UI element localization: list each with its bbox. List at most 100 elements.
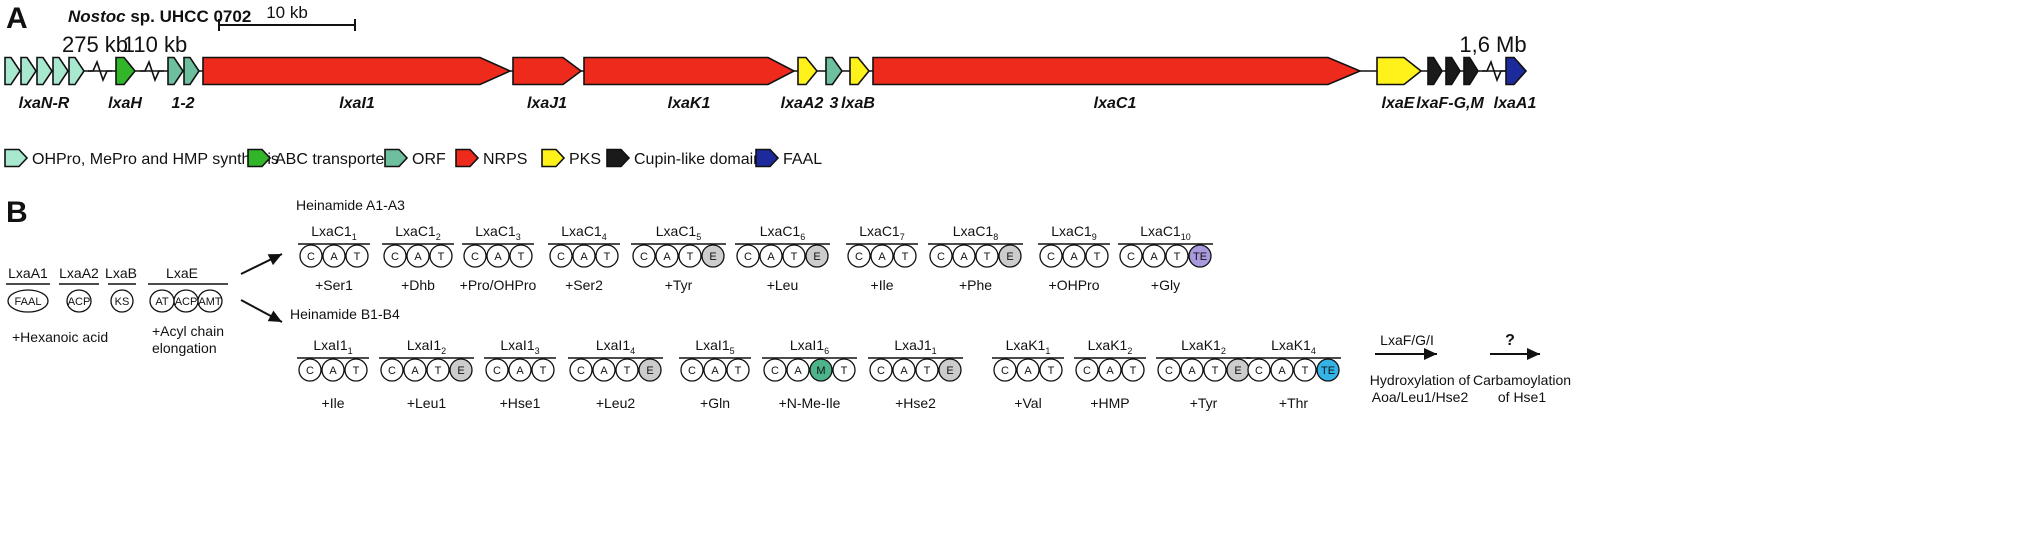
heinamide-b-module-5-product: +Gln (700, 395, 730, 411)
heinamide-a-title: Heinamide A1-A3 (296, 197, 405, 213)
heinamide-b-module-10-name: LxaK12 (1181, 337, 1226, 356)
gene-orf-1 (167, 56, 184, 86)
heinamide-b-module-6-product: +N-Me-Ile (779, 395, 841, 411)
heinamide-a-module-4-domain-t (595, 244, 619, 268)
heinamide-b-module-10-domain-c (1157, 358, 1181, 382)
heinamide-b-module-2-domain-c (380, 358, 404, 382)
heinamide-a-module-10-domain-a (1142, 244, 1166, 268)
gene-lxaN-R-3 (36, 56, 53, 86)
heinamide-a-module-8-domain-label-c: C (937, 251, 945, 263)
heinamide-a-module-10-domain-te (1188, 244, 1212, 268)
heinamide-b-module-7-domain-label-a: A (900, 365, 908, 377)
gene-lxaA1 (1505, 56, 1528, 86)
gap-label-275kb: 275 kb (62, 32, 128, 57)
gene-label-lxaF-G-M: lxaF-G,M (1416, 95, 1484, 112)
arrow-carbamoylation-head (1527, 348, 1540, 360)
heinamide-a-module-10-domain-label-c: C (1127, 251, 1135, 263)
heinamide-a-module-3-name: LxaC13 (475, 223, 520, 242)
heinamide-b-module-10-domain-label-c: C (1165, 365, 1173, 377)
heinamide-b-module-4-domain-label-c: C (577, 365, 585, 377)
heinamide-a-module-4-name: LxaC14 (561, 223, 606, 242)
heinamide-a-module-7-domain-label-a: A (878, 251, 886, 263)
loading-lxaB-domain-ks (110, 289, 134, 313)
loading-lxaE-domain-label-acp: ACP (175, 296, 198, 308)
heinamide-a-module-2-domain-label-a: A (414, 251, 422, 263)
heinamide-b-module-5-name: LxaI15 (695, 337, 734, 356)
tailoring-carbamoylation-line2: of Hse1 (1498, 389, 1546, 405)
gene-lxaB (849, 56, 871, 86)
heinamide-a-module-9-domain-label-t: T (1094, 251, 1101, 263)
gene-label-1-2: 1-2 (171, 95, 194, 112)
heinamide-b-module-11-domain-label-c: C (1255, 365, 1263, 377)
heinamide-b-module-3-domain-label-c: C (493, 365, 501, 377)
heinamide-a-module-8-domain-e (998, 244, 1022, 268)
heinamide-b-module-8-product: +Val (1014, 395, 1041, 411)
heinamide-a-module-5-domain-t (678, 244, 702, 268)
gene-lxaI1 (202, 56, 512, 86)
loading-lxaA2-domain-label: ACP (68, 296, 91, 308)
tailoring-hydroxylation-line1: Hydroxylation of (1370, 372, 1470, 388)
heinamide-a-module-3-domain-c (463, 244, 487, 268)
heinamide-a-module-9-domain-c (1039, 244, 1063, 268)
heinamide-a-module-6-domain-label-c: C (744, 251, 752, 263)
gene-label-lxaJ1: lxaJ1 (527, 95, 567, 112)
heinamide-a-module-2-domain-label-c: C (391, 251, 399, 263)
heinamide-a-module-6-domain-label-e: E (813, 251, 820, 263)
gap-label-110kb: 110 kb (123, 32, 187, 57)
heinamide-a-module-3-domain-label-a: A (494, 251, 502, 263)
heinamide-a-module-9-domain-label-c: C (1047, 251, 1055, 263)
heinamide-a-module-8-domain-label-a: A (960, 251, 968, 263)
heinamide-b-module-4-domain-t (615, 358, 639, 382)
heinamide-b-module-9-name: LxaK12 (1088, 337, 1133, 356)
gap-break-3 (1482, 59, 1506, 83)
gene-lxaJ1 (512, 56, 583, 86)
heinamide-a-module-5-domain-a (655, 244, 679, 268)
heinamide-a-module-8-domain-a (952, 244, 976, 268)
gene-lxaF-G-M-1 (1427, 56, 1443, 86)
heinamide-a-module-5-product: +Tyr (665, 277, 693, 293)
note-acyl-chain: +Acyl chain (152, 323, 224, 339)
gene-lxaN-R-1 (4, 56, 21, 86)
heinamide-b-module-11-product: +Thr (1279, 395, 1309, 411)
heinamide-a-module-1-domain-label-a: A (330, 251, 338, 263)
tailoring-unknown-enzyme: ? (1505, 332, 1515, 349)
heinamide-b-module-4-domain-label-a: A (600, 365, 608, 377)
heinamide-b-module-7-domain-label-t: T (924, 365, 931, 377)
heinamide-b-module-2-product: +Leu1 (407, 395, 447, 411)
legend-label-nrps: NRPS (483, 151, 527, 168)
heinamide-b-module-9-domain-a (1098, 358, 1122, 382)
heinamide-a-module-1-name: LxaC11 (311, 223, 356, 242)
heinamide-a-module-8-name: LxaC18 (953, 223, 998, 242)
heinamide-b-module-6-name: LxaI16 (790, 337, 829, 356)
heinamide-a-module-10-domain-label-a: A (1150, 251, 1158, 263)
heinamide-a-module-8-product: +Phe (959, 277, 992, 293)
tailoring-carbamoylation-line1: Carbamoylation (1473, 372, 1571, 388)
heinamide-a-module-6-product: +Leu (767, 277, 799, 293)
arrow-hydroxylation-head (1424, 348, 1437, 360)
heinamide-b-module-6-domain-label-t: T (841, 365, 848, 377)
heinamide-b-module-2-name: LxaI12 (407, 337, 446, 356)
heinamide-a-module-2-domain-t (429, 244, 453, 268)
heinamide-a-module-9-domain-a (1062, 244, 1086, 268)
heinamide-a-module-3-product: +Pro/OHPro (460, 277, 537, 293)
heinamide-b-module-3-domain-t (531, 358, 555, 382)
heinamide-a-module-4-domain-label-a: A (580, 251, 588, 263)
heinamide-b-module-10-domain-label-e: E (1234, 365, 1241, 377)
heinamide-b-module-5-domain-label-a: A (711, 365, 719, 377)
heinamide-b-module-3-domain-c (485, 358, 509, 382)
heinamide-b-module-8-domain-a (1016, 358, 1040, 382)
gene-lxaK1 (583, 56, 796, 86)
heinamide-a-module-4-domain-label-t: T (604, 251, 611, 263)
heinamide-b-module-7-domain-a (892, 358, 916, 382)
heinamide-b-module-8-domain-label-a: A (1024, 365, 1032, 377)
heinamide-a-module-1-domain-label-c: C (307, 251, 315, 263)
heinamide-b-module-11-domain-label-a: A (1278, 365, 1286, 377)
heinamide-b-module-2-domain-label-a: A (411, 365, 419, 377)
heinamide-b-module-4-domain-label-e: E (646, 365, 653, 377)
legend-swatch-orf (384, 148, 409, 168)
heinamide-a-module-6-domain-t (782, 244, 806, 268)
heinamide-b-module-3-domain-label-a: A (516, 365, 524, 377)
gene-orf-2 (183, 56, 200, 86)
